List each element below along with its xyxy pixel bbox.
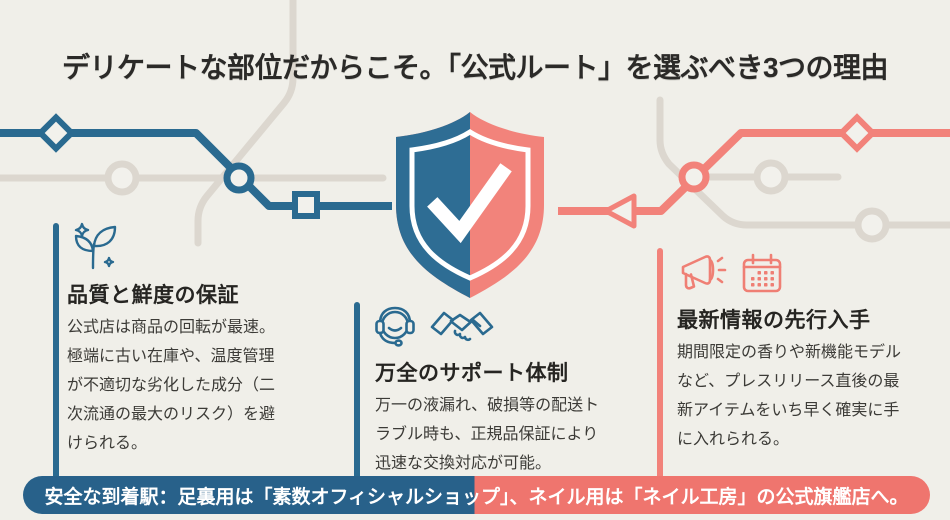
footer-banner: 安全な到着駅：足裏用は「素数オフィシャルショップ」、ネイル用は「ネイル工房」の公… [23,476,930,514]
section-quality: 品質と鮮度の保証 公式店は商品の回転が最速。極端に古い在庫や、温度管理が不適切な… [67,222,299,458]
circle-station-marker [678,161,710,193]
section-news-icons [677,247,917,295]
accent-bar-quality [53,223,59,480]
megaphone-icon [681,255,727,290]
accent-bar-support [354,302,360,480]
section-quality-body: 公式店は商品の回転が最速。極端に古い在庫や、温度管理が不適切な劣化した成分（二次… [67,319,276,452]
section-support-title: 万全のサポート体制 [375,362,569,385]
gray-station-markers [104,159,890,243]
blue-route-line [0,113,392,219]
section-news-title: 最新情報の先行入手 [677,309,871,332]
calendar-icon [742,253,782,293]
diamond-station-marker [837,113,877,153]
section-news-body: 期間限定の香りや新機能モデルなど、プレスリリース直後の最新アイテムをいち早く確実… [677,344,902,448]
square-station-marker [292,191,320,219]
section-quality-title: 品質と鮮度の保証 [67,284,239,307]
circle-station-marker [223,162,255,194]
triangle-station-marker [603,193,637,229]
page-title: デリケートな部位だからこそ。「公式ルート」を選ぶべき3つの理由 [61,52,889,83]
shield-check-icon [396,112,544,298]
section-news: 最新情報の先行入手 期間限定の香りや新機能モデルなど、プレスリリース直後の最新ア… [677,247,917,454]
diamond-station-marker [36,113,76,153]
headset-icon [375,306,415,347]
section-support-icons [375,300,607,348]
section-support-body: 万一の液漏れ、破損等の配送トラブル時も、正規品保証により迅速な交換対応が可能。 [375,397,600,472]
footer-text: 安全な到着駅：足裏用は「素数オフィシャルショップ」、ネイル用は「ネイル工房」の公… [44,486,909,508]
section-support: 万全のサポート体制 万一の液漏れ、破損等の配送トラブル時も、正規品保証により迅速… [375,300,607,478]
sparkle-leaf-icon [74,222,117,270]
section-quality-icons [67,222,299,270]
handshake-icon [430,311,494,342]
accent-bar-news [657,248,663,480]
check-mark [427,163,512,244]
coral-route-line [558,113,950,229]
